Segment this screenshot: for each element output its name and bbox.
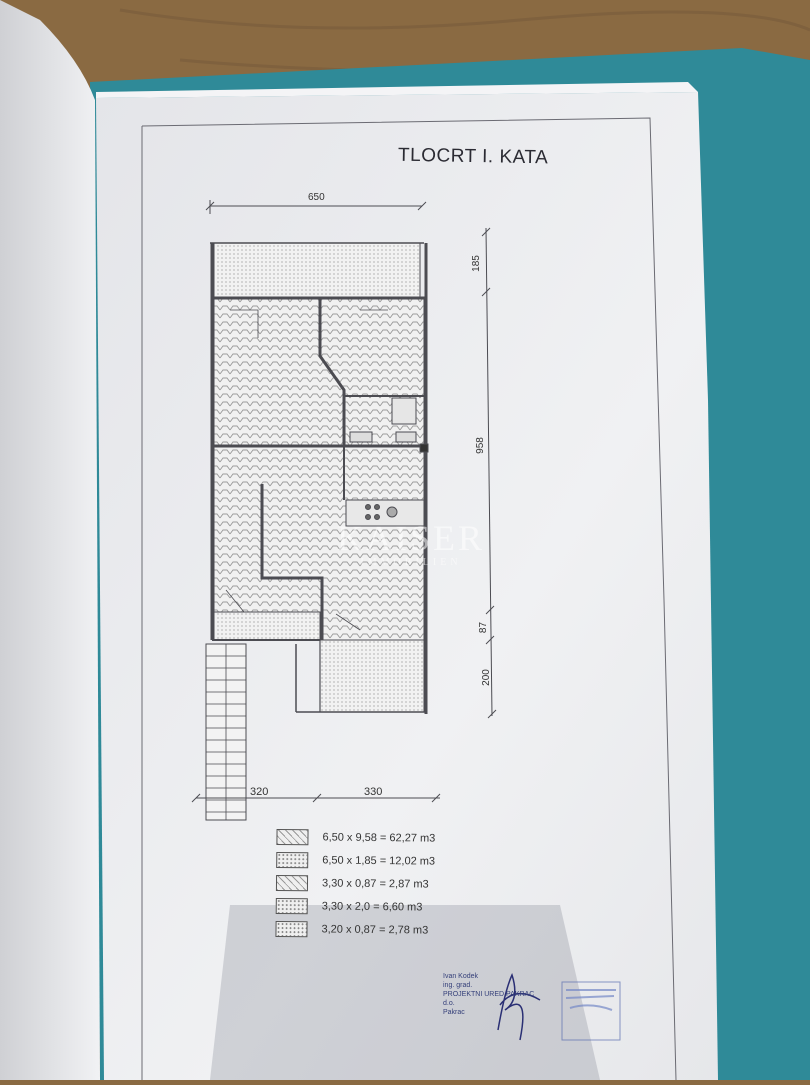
dim-right-main: 958 <box>474 437 486 454</box>
legend-swatch-zigzag <box>275 874 309 891</box>
legend-swatch-dots <box>276 851 309 868</box>
floor-plan <box>191 200 497 821</box>
stamp <box>561 981 621 1041</box>
legend-row: 6,50 x 1,85 = 12,02 m3 <box>276 848 476 873</box>
legend-text: 6,50 x 1,85 = 12,02 m3 <box>322 853 436 868</box>
stamp-line: PROJEKTNI URED PAKRAC <box>443 991 535 998</box>
stamp-line: ing. grad. <box>443 982 473 989</box>
plan-title: TLOCRT I. KATA <box>397 144 549 169</box>
watermark-main: KAISER <box>336 518 485 558</box>
legend-swatch-zigzag <box>276 828 309 845</box>
photo-shadow <box>210 905 600 1080</box>
dim-bottom-left: 320 <box>250 786 269 798</box>
dim-top-width: 650 <box>308 192 325 203</box>
left-page <box>0 0 100 1080</box>
watermark-sub: IMMOBILIEN <box>360 557 462 568</box>
watermark: KAISER IMMOBILIEN <box>336 520 486 570</box>
dim-right-bottom: 200 <box>480 669 492 686</box>
stamp-line: d.o. <box>443 1000 455 1007</box>
dim-right-small: 87 <box>478 621 490 634</box>
legend-row: 3,30 x 0,87 = 2,87 m3 <box>275 871 476 896</box>
stamp-text: Ivan Kodek ing. grad. PROJEKTNI URED PAK… <box>443 972 623 1017</box>
stamp-line: Pakrac <box>443 1009 465 1016</box>
legend-text: 6,50 x 9,58 = 62,27 m3 <box>322 830 436 845</box>
kitchen-counter <box>345 499 425 527</box>
signature <box>497 972 541 1041</box>
legend-row: 3,30 x 2,0 = 6,60 m3 <box>275 894 476 919</box>
legend-row: 6,50 x 9,58 = 62,27 m3 <box>276 825 476 850</box>
top-terrace <box>213 242 421 299</box>
legend-text: 3,20 x 0,87 = 2,78 m3 <box>321 922 429 937</box>
legend-text: 3,30 x 0,87 = 2,87 m3 <box>321 876 429 891</box>
legend-row: 3,20 x 0,87 = 2,78 m3 <box>275 917 475 942</box>
bottom-terrace <box>319 639 425 713</box>
legend: 6,50 x 9,58 = 62,27 m3 6,50 x 1,85 = 12,… <box>275 825 476 942</box>
legend-swatch-dots <box>275 897 308 914</box>
dim-bottom-right: 330 <box>364 786 383 798</box>
legend-swatch-dots <box>275 920 308 937</box>
drawing-frame <box>141 117 677 1081</box>
dim-right-top: 185 <box>470 255 482 272</box>
paper-edge <box>96 82 698 98</box>
legend-text: 3,30 x 2,0 = 6,60 m3 <box>321 899 423 913</box>
shower <box>391 397 417 425</box>
stamp-line: Ivan Kodek <box>443 973 479 980</box>
